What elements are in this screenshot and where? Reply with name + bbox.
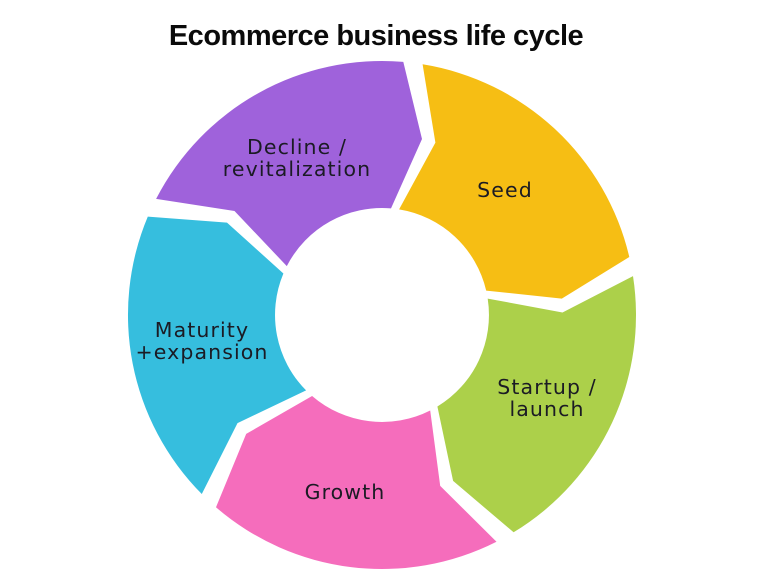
segment-decline-revitalization <box>156 61 422 267</box>
cycle-segments-group <box>127 61 637 570</box>
segment-maturity-expansion <box>127 216 307 494</box>
segment-startup-launch <box>437 276 637 533</box>
page-title: Ecommerce business life cycle <box>168 20 584 52</box>
segment-seed <box>399 64 630 299</box>
segment-growth <box>216 396 497 570</box>
